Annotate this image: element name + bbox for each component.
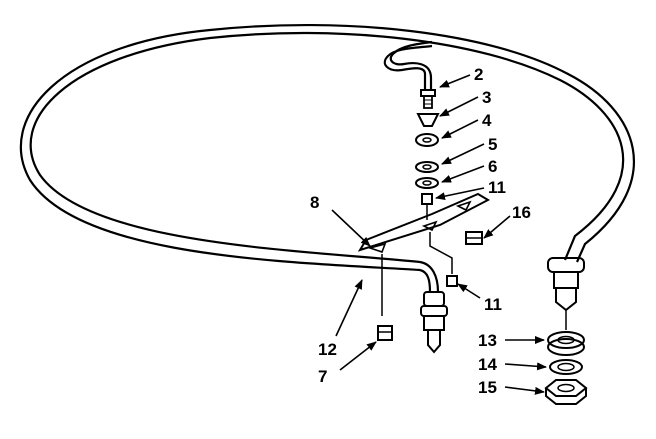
callout-8: 8 bbox=[310, 193, 319, 212]
callout-15: 15 bbox=[478, 378, 497, 397]
callout-12: 12 bbox=[318, 340, 337, 359]
leader-arrows bbox=[331, 74, 547, 395]
clip-part-7 bbox=[377, 325, 393, 341]
callout-2: 2 bbox=[474, 65, 483, 84]
clip-part bbox=[465, 231, 483, 245]
washer-part-14 bbox=[549, 359, 583, 375]
callout-16: 16 bbox=[512, 203, 531, 222]
callout-6: 6 bbox=[488, 157, 497, 176]
right-terminal bbox=[547, 257, 585, 330]
gasket-part bbox=[547, 331, 585, 356]
washer-part-4 bbox=[415, 133, 439, 147]
callout-5: 5 bbox=[488, 135, 497, 154]
nut-part-lower bbox=[446, 275, 458, 287]
heating-element-loop bbox=[19, 23, 635, 293]
washer-part-5 bbox=[415, 161, 439, 173]
callout-7: 7 bbox=[318, 367, 327, 386]
callout-11-top: 11 bbox=[488, 178, 506, 197]
callout-13: 13 bbox=[478, 331, 497, 350]
callout-11-lower: 11 bbox=[484, 295, 502, 314]
screw-part bbox=[420, 89, 436, 109]
callout-3: 3 bbox=[482, 88, 491, 107]
nut-part-top bbox=[421, 193, 433, 205]
hex-nut-part bbox=[544, 379, 588, 405]
support-hook bbox=[383, 40, 433, 90]
washer-part-6 bbox=[415, 177, 439, 189]
cone-washer-part bbox=[416, 113, 440, 127]
left-terminal bbox=[420, 291, 448, 354]
callout-14: 14 bbox=[478, 355, 497, 374]
callout-4: 4 bbox=[482, 111, 492, 130]
